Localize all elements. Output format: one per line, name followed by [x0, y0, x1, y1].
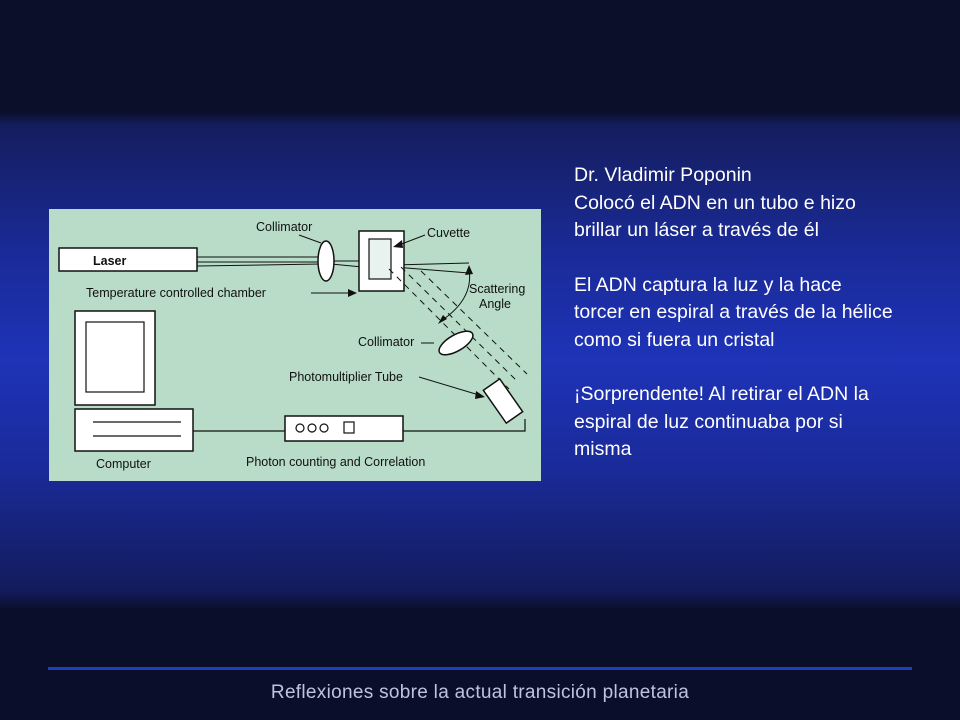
scattered-beam	[388, 266, 528, 390]
laser-label: Laser	[93, 254, 126, 268]
photomultiplier-tube	[482, 377, 524, 425]
researcher-name: Dr. Vladimir Poponin	[574, 164, 752, 186]
collimator-top-lens	[317, 240, 335, 282]
footer-divider	[48, 667, 912, 670]
scattering-label-line2: Angle	[479, 297, 511, 311]
computer-label: Computer	[96, 457, 151, 471]
collimator-bottom-label: Collimator	[358, 335, 414, 349]
cuvette	[368, 238, 392, 280]
experiment-diagram: Laser Collimator Cuvette Temper	[49, 209, 541, 481]
chamber-label: Temperature controlled chamber	[86, 286, 266, 300]
scattering-angle-arc	[440, 268, 471, 322]
connection-wires	[193, 419, 526, 432]
diagram-svg: Laser Collimator Cuvette Temper	[58, 220, 528, 471]
slide-body-text: Dr. Vladimir Poponin Colocó el ADN en un…	[574, 162, 894, 464]
computer-screen	[85, 321, 145, 393]
paragraph-experiment: Colocó el ADN en un tubo e hizo brillar …	[574, 191, 856, 242]
scattering-label-line1: Scattering	[469, 282, 525, 296]
collimator-bottom-lens	[438, 330, 474, 356]
collimator-top-label: Collimator	[256, 220, 312, 234]
paragraph-surprise: ¡Sorprendente! Al retirar el ADN la espi…	[574, 383, 869, 460]
footer-text: Reflexiones sobre la actual transición p…	[270, 682, 690, 703]
paragraph-dna-effect: El ADN captura la luz y la hace torcer e…	[574, 273, 893, 351]
computer-base	[74, 408, 194, 452]
pmt-label: Photomultiplier Tube	[289, 370, 403, 384]
laser-box	[58, 247, 198, 272]
photon-counting-label: Photon counting and Correlation	[246, 455, 425, 469]
cuvette-label: Cuvette	[427, 226, 470, 240]
